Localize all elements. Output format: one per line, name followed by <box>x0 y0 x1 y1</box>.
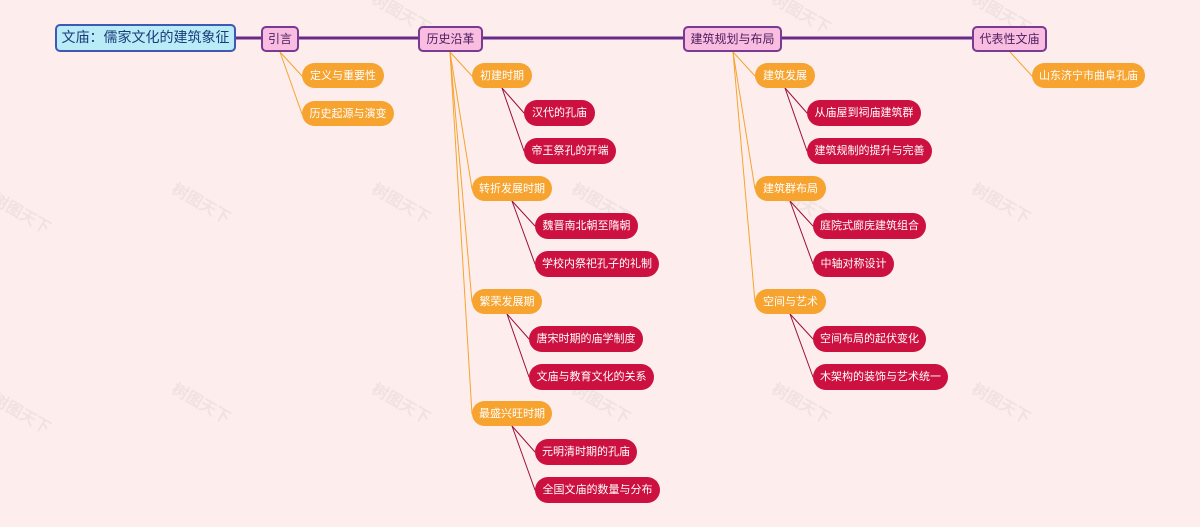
leaf-connector <box>789 313 814 378</box>
sub-connector <box>449 51 473 190</box>
planning-leaf[interactable]: 中轴对称设计 <box>813 251 894 277</box>
intro-item[interactable]: 历史起源与演变 <box>302 101 394 126</box>
sub-connector <box>1009 51 1033 77</box>
leaf-connector <box>511 200 536 227</box>
planning-leaf[interactable]: 木架构的装饰与艺术统一 <box>813 364 948 390</box>
planning-leaf[interactable]: 建筑规制的提升与完善 <box>807 138 932 164</box>
history-leaf[interactable]: 文庙与教育文化的关系 <box>529 364 654 390</box>
representative-item[interactable]: 山东济宁市曲阜孔庙 <box>1032 63 1145 88</box>
leaf-connector <box>506 313 530 378</box>
history-leaf[interactable]: 帝王祭孔的开端 <box>524 138 616 164</box>
sub-connector <box>279 51 303 77</box>
leaf-connector <box>789 200 814 227</box>
planning-section[interactable]: 空间与艺术 <box>755 289 826 314</box>
sub-connector <box>449 51 473 77</box>
planning-section[interactable]: 建筑发展 <box>755 63 815 88</box>
leaf-connector <box>789 313 814 340</box>
intro-item[interactable]: 定义与重要性 <box>302 63 384 88</box>
history-leaf[interactable]: 唐宋时期的庙学制度 <box>529 326 643 352</box>
leaf-connector <box>511 425 536 453</box>
history-stage[interactable]: 繁荣发展期 <box>472 289 542 314</box>
topic-intro[interactable]: 引言 <box>261 26 299 52</box>
leaf-connector <box>506 313 530 340</box>
leaf-connector <box>511 425 536 491</box>
history-leaf[interactable]: 全国文庙的数量与分布 <box>535 477 660 503</box>
history-stage[interactable]: 转折发展时期 <box>472 176 552 201</box>
topic-history[interactable]: 历史沿革 <box>418 26 483 52</box>
sub-connector <box>732 51 756 77</box>
leaf-connector <box>501 87 525 114</box>
planning-leaf[interactable]: 从庙屋到祠庙建筑群 <box>807 100 921 126</box>
history-leaf[interactable]: 元明清时期的孔庙 <box>535 439 637 465</box>
planning-leaf[interactable]: 空间布局的起伏变化 <box>813 326 926 352</box>
topic-planning[interactable]: 建筑规划与布局 <box>683 26 782 52</box>
planning-section[interactable]: 建筑群布局 <box>755 176 826 201</box>
history-leaf[interactable]: 学校内祭祀孔子的礼制 <box>535 251 659 277</box>
history-stage[interactable]: 初建时期 <box>472 63 532 88</box>
sub-connector <box>449 51 473 415</box>
sub-connector <box>732 51 756 303</box>
sub-connector <box>732 51 756 190</box>
leaf-connector <box>784 87 808 114</box>
sub-connector <box>449 51 473 303</box>
root-node[interactable]: 文庙：儒家文化的建筑象征 <box>55 24 236 52</box>
sub-connector <box>279 51 303 115</box>
history-leaf[interactable]: 魏晋南北朝至隋朝 <box>535 213 638 239</box>
history-stage[interactable]: 最盛兴旺时期 <box>472 401 552 426</box>
leaf-connector <box>784 87 808 152</box>
leaf-connector <box>511 200 536 265</box>
history-leaf[interactable]: 汉代的孔庙 <box>524 100 595 126</box>
leaf-connector <box>789 200 814 265</box>
leaf-connector <box>501 87 525 152</box>
planning-leaf[interactable]: 庭院式廊庑建筑组合 <box>813 213 926 239</box>
topic-representative[interactable]: 代表性文庙 <box>972 26 1047 52</box>
